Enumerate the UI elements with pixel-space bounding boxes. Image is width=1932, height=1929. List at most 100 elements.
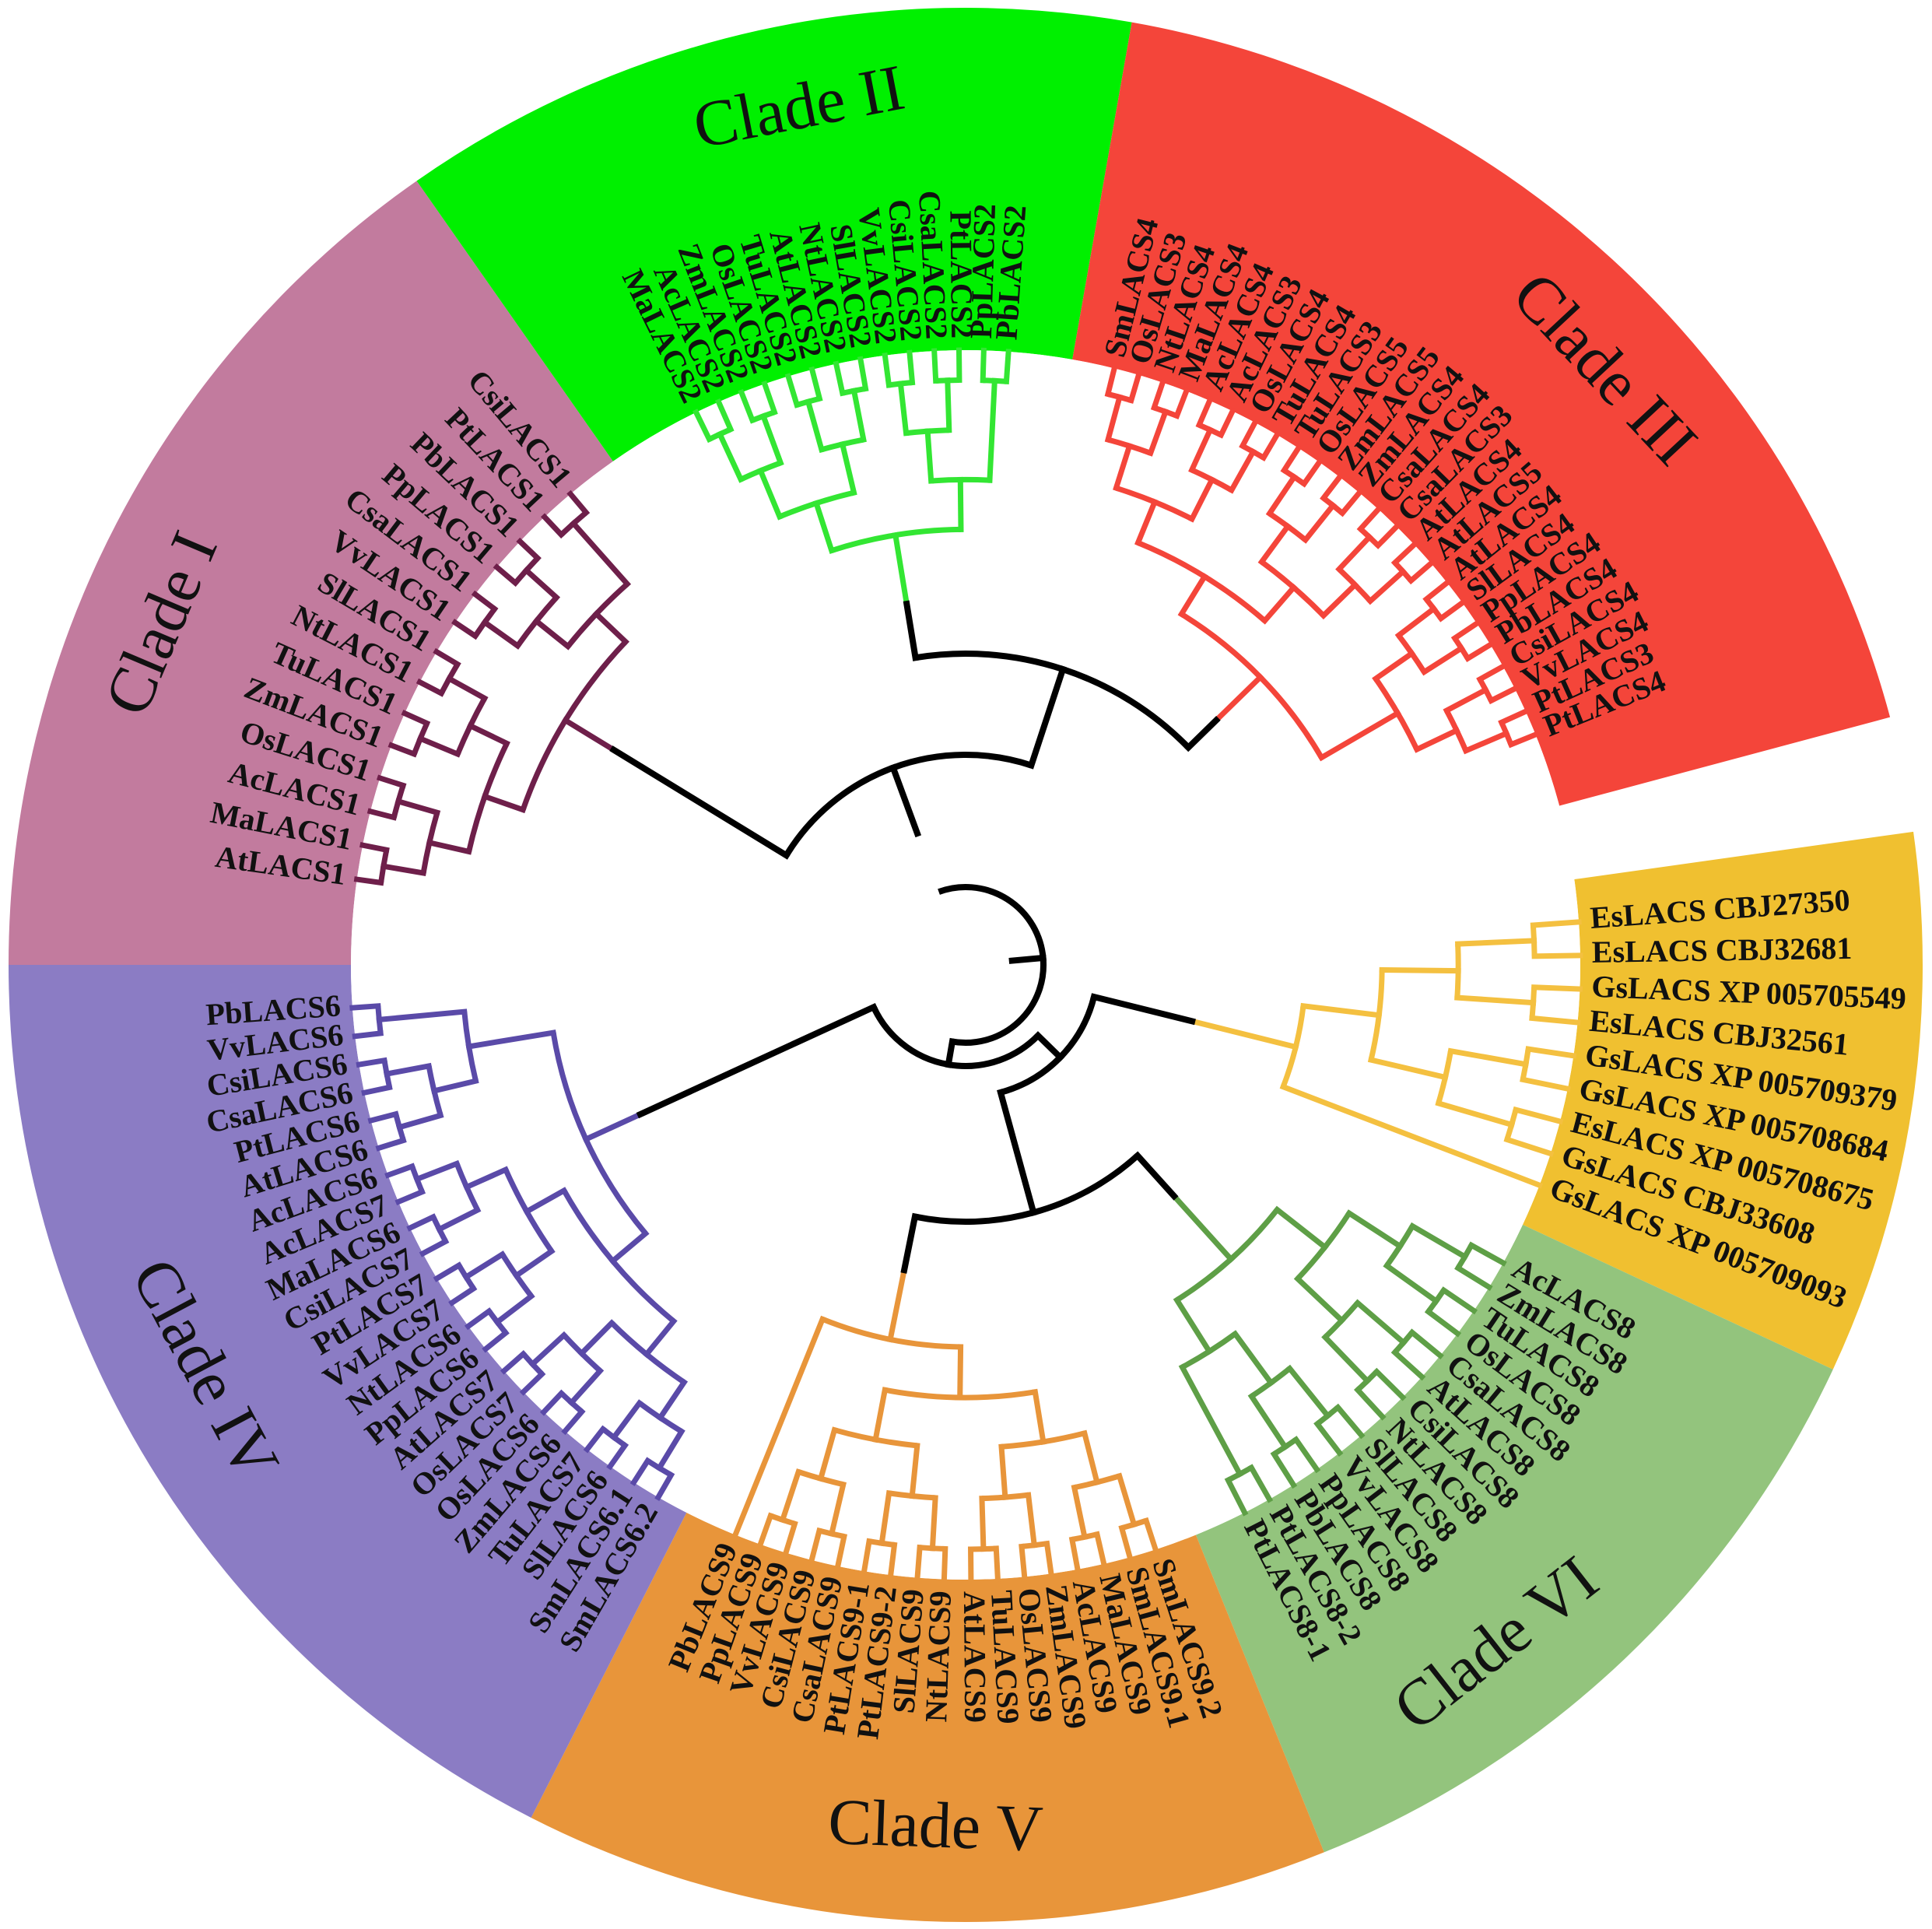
tree-branch	[395, 1112, 444, 1131]
tree-branch	[433, 1261, 463, 1282]
tree-branch	[861, 1538, 873, 1575]
tree-branch	[1231, 1330, 1275, 1387]
tree-branch	[1188, 1018, 1299, 1050]
tree-branch	[1300, 1002, 1383, 1019]
tree-branch	[1372, 649, 1416, 683]
tree-branch	[1116, 1472, 1138, 1528]
tree-branch	[1285, 1364, 1332, 1420]
tree-branch	[1520, 1076, 1571, 1093]
tree-branch	[987, 377, 998, 483]
tree-branch	[353, 876, 384, 886]
tree-branch	[654, 1471, 675, 1501]
tree-branch	[1071, 1484, 1089, 1541]
clade-title: Clade V	[827, 1786, 1044, 1866]
tree-branch	[716, 430, 745, 483]
tree-branch	[566, 489, 591, 517]
tree-branch	[693, 409, 714, 444]
tree-branch	[380, 863, 427, 876]
tree-branch	[577, 1319, 616, 1358]
tree-branch	[540, 513, 566, 539]
tree-branch	[1353, 1386, 1387, 1421]
tree-branch	[850, 388, 867, 444]
tree-branch	[929, 1495, 938, 1552]
tree-branch	[1321, 1333, 1372, 1385]
tree-branch	[482, 1329, 510, 1353]
tree-branch	[1464, 640, 1495, 663]
tree-branch	[1150, 379, 1166, 412]
tree-branch	[1127, 371, 1142, 404]
tree-branch	[957, 476, 964, 532]
tree-branch	[1224, 1476, 1249, 1517]
tree-branch	[1043, 1540, 1054, 1577]
tree-branch	[642, 1317, 678, 1359]
tree-branches	[349, 347, 1583, 1583]
tree-branch	[1173, 1296, 1213, 1356]
tree-branch	[941, 1545, 948, 1583]
tree-branch	[1454, 994, 1537, 1006]
tree-branch	[1273, 1205, 1329, 1251]
tree-branch	[512, 1247, 556, 1280]
tree-branch	[367, 1110, 399, 1124]
tree-branch	[1366, 567, 1408, 605]
tree-branch	[1420, 644, 1465, 676]
tree-branch	[833, 360, 846, 397]
tree-branch	[1462, 729, 1510, 755]
clade-sector	[416, 8, 1132, 461]
tree-branch	[1104, 365, 1118, 398]
tree-branch	[445, 675, 489, 703]
tree-branch	[451, 619, 479, 640]
tree-branch	[872, 1387, 889, 1443]
tree-branch	[416, 678, 445, 697]
tree-branch	[909, 1443, 920, 1499]
tree-branch	[384, 1163, 416, 1179]
tree-branch	[1217, 407, 1236, 439]
tree-branch	[945, 377, 952, 433]
tree-branch	[1447, 1047, 1530, 1068]
tree-branch	[1487, 685, 1519, 705]
tree-branch	[1279, 1083, 1544, 1189]
tree-branch	[1394, 605, 1438, 640]
trunk-branch	[1133, 1151, 1179, 1201]
tree-branch	[1424, 1307, 1462, 1338]
tree-branch	[1247, 1464, 1274, 1503]
tree-branch	[756, 1512, 774, 1548]
tree-branch	[606, 1441, 629, 1471]
tree-branch	[834, 1533, 848, 1570]
tree-branch	[1247, 1392, 1289, 1451]
tree-branch	[1413, 727, 1460, 753]
tree-branch	[376, 774, 407, 789]
tree-branch	[582, 1110, 644, 1143]
tree-branch	[1530, 919, 1582, 928]
tree-branch	[957, 1344, 964, 1401]
tree-branch	[812, 500, 836, 554]
tree-branch	[592, 609, 629, 646]
tree-branch	[756, 467, 784, 521]
tree-branch	[931, 348, 939, 384]
tree-branch	[433, 647, 461, 668]
tree-branch	[779, 1468, 802, 1524]
tree-branch	[528, 1331, 568, 1368]
tree-branch	[1260, 431, 1281, 461]
tree-branch	[516, 537, 542, 563]
trunk-branch	[1008, 954, 1047, 964]
tree-branch	[1104, 394, 1124, 444]
tree-branch	[1313, 1420, 1344, 1457]
tree-branch	[1147, 408, 1169, 457]
tree-branch	[394, 1188, 426, 1206]
tree-branch	[1228, 447, 1257, 494]
tree-branch	[1188, 426, 1214, 474]
tree-branch	[561, 716, 618, 754]
tree-branch	[462, 1250, 507, 1281]
tree-branch	[1439, 1286, 1478, 1315]
tree-branch	[387, 742, 418, 758]
tree-branch	[656, 1378, 689, 1422]
tree-branch	[406, 1213, 437, 1232]
tree-branch	[1025, 1492, 1038, 1548]
tree-branch	[1390, 540, 1418, 567]
tree-branch	[1134, 498, 1159, 547]
trunk-branch	[636, 1002, 878, 1119]
tree-branch	[1261, 584, 1298, 625]
trunk-branch	[609, 745, 791, 860]
tree-trunk	[609, 600, 1221, 1274]
tree-branch	[375, 1137, 407, 1152]
